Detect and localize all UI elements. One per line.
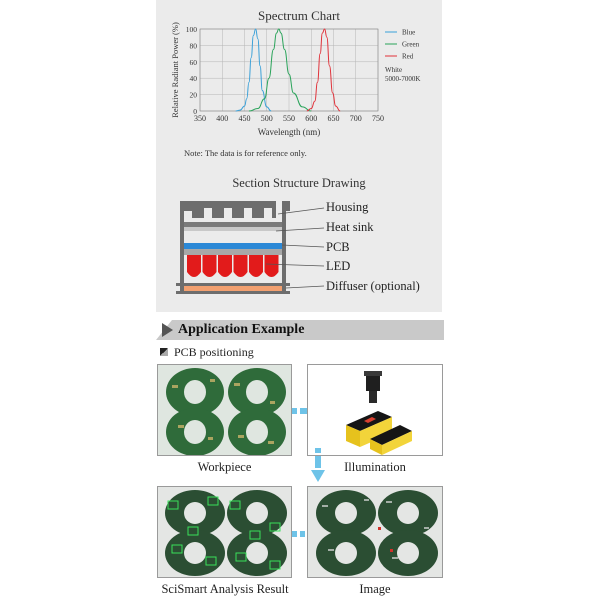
- analysis-result-image: [157, 486, 292, 578]
- legend-note: White: [385, 66, 402, 74]
- led-chip: [187, 255, 201, 277]
- y-tick-label: 100: [186, 25, 198, 34]
- x-tick-label: 600: [305, 114, 317, 123]
- legend-note: 5000-7000K: [385, 75, 420, 83]
- caption-illumination: Illumination: [344, 460, 406, 474]
- legend-label-red: Red: [402, 53, 414, 61]
- section-title: Section Structure Drawing: [232, 176, 366, 190]
- subheading: PCB positioning: [160, 345, 254, 360]
- legend-label-blue: Blue: [402, 29, 415, 37]
- subheading-text: PCB positioning: [174, 345, 254, 359]
- pcb-layer: [184, 243, 282, 249]
- captured-image: [307, 486, 443, 578]
- y-axis-label: Relative Radiant Power (%): [170, 22, 180, 118]
- led-chip: [202, 255, 217, 277]
- x-tick-label: 450: [239, 114, 251, 123]
- led-row: [187, 255, 279, 277]
- x-tick-label: 400: [216, 114, 228, 123]
- x-tick-label: 550: [283, 114, 295, 123]
- x-axis-label: Wavelength (nm): [258, 127, 321, 137]
- triangle-bullet-icon: [162, 323, 173, 337]
- y-tick-label: 40: [190, 74, 198, 83]
- label-pcb: PCB: [326, 240, 350, 254]
- plot-frame: [199, 28, 379, 112]
- workpiece-image: [157, 364, 292, 456]
- x-tick-label: 500: [261, 114, 273, 123]
- y-tick-label: 80: [190, 41, 198, 50]
- half-square-icon: [160, 348, 168, 356]
- series-line-green: [248, 28, 312, 112]
- led-chip: [218, 255, 232, 277]
- spectrum-chart: 350 400 450 500 550 600 650 700 750 0 20 40 60 80 100W…: [170, 22, 420, 137]
- reference-note: Note: The data is for reference only.: [184, 148, 307, 158]
- led-chip: [264, 255, 279, 277]
- bar-light-icon: [346, 411, 412, 455]
- x-tick-label: 750: [372, 114, 384, 123]
- section-structure-drawing: [176, 201, 325, 294]
- x-tick-label: 650: [328, 114, 340, 123]
- pcb-figure-8-left: [166, 368, 224, 455]
- label-housing: Housing: [326, 200, 369, 214]
- caption-result: SciSmart Analysis Result: [161, 582, 289, 596]
- caption-workpiece: Workpiece: [197, 460, 252, 474]
- y-tick-label: 20: [190, 91, 198, 100]
- label-heat-sink: Heat sink: [326, 220, 374, 234]
- section-heading: Application Example: [178, 322, 305, 337]
- caption-image: Image: [359, 582, 391, 596]
- label-diffuser: Diffuser (optional): [326, 279, 420, 293]
- illumination-image: [307, 364, 443, 456]
- legend-label-green: Green: [402, 41, 420, 49]
- y-tick-label: 0: [193, 107, 197, 116]
- application-example-bar: Application Example: [156, 320, 444, 340]
- series-line-red: [306, 28, 341, 112]
- led-chip: [249, 255, 263, 277]
- led-chip: [233, 255, 248, 277]
- chart-title: Spectrum Chart: [258, 8, 340, 23]
- x-tick-label: 700: [350, 114, 362, 123]
- y-tick-label: 60: [190, 58, 198, 67]
- camera-icon: [364, 371, 382, 403]
- x-tick-label: 350: [194, 114, 206, 123]
- label-led: LED: [326, 259, 351, 273]
- series-line-blue: [235, 28, 272, 112]
- housing-outline: [180, 201, 276, 250]
- arrow-down-icon: [311, 448, 325, 482]
- diffuser-layer: [184, 286, 282, 291]
